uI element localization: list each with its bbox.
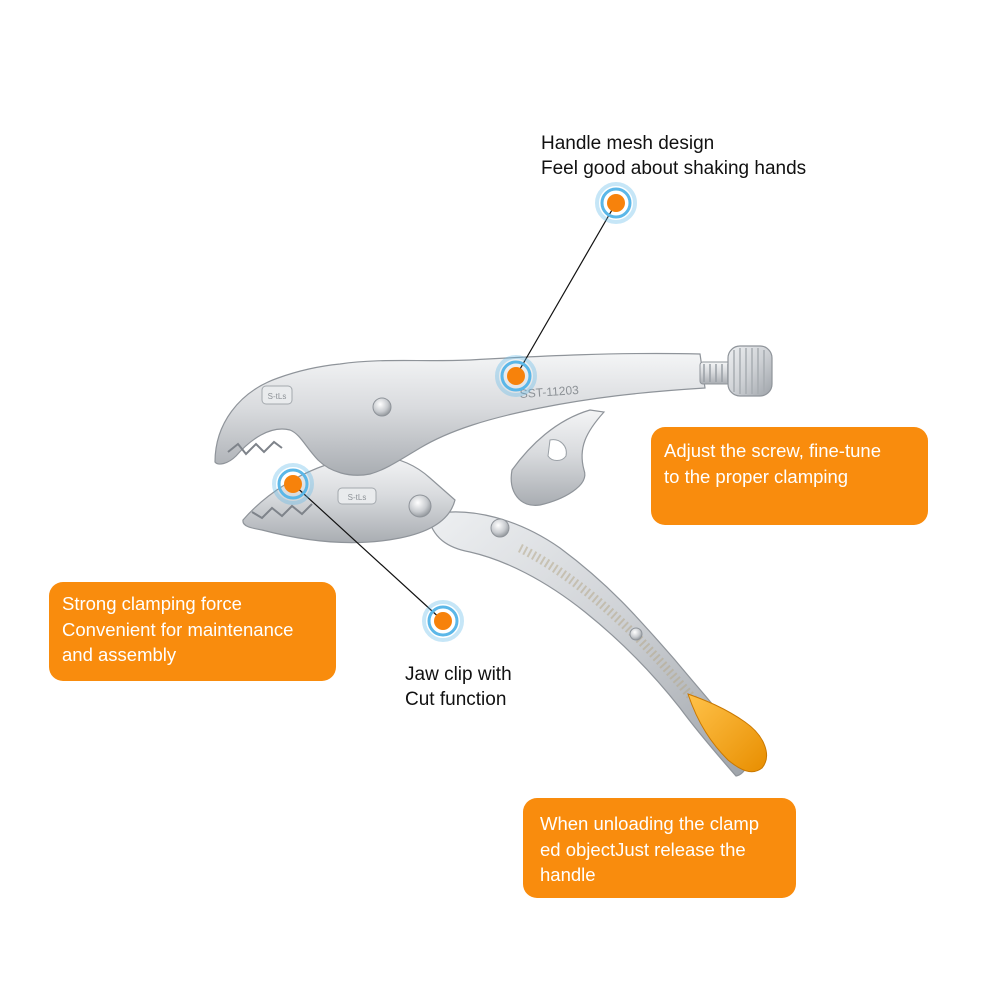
callout-jaw-clip-line1: Jaw clip with	[405, 664, 512, 685]
handle-mesh-pattern	[517, 543, 716, 725]
marker-jaw	[272, 463, 314, 505]
jaw-stamp-lower: S-tLs	[348, 493, 367, 502]
handle-grip	[687, 693, 767, 773]
callout-adjust-screw: Adjust the screw, fine-tune to the prope…	[651, 427, 928, 525]
callout-handle-mesh-line1: Handle mesh design	[541, 133, 715, 154]
callout-adjust-screw-line1: Adjust the screw, fine-tune	[664, 440, 881, 461]
callout-handle-mesh: Handle mesh design Feel good about shaki…	[541, 131, 806, 181]
lower-handle	[427, 511, 750, 777]
leader-line-jaw	[292, 483, 444, 622]
upper-jaw-body	[214, 352, 706, 476]
callout-clamping-force-line3: and assembly	[62, 644, 177, 665]
marker-jaw-clip	[422, 600, 464, 642]
leader-line-handle	[515, 202, 617, 377]
rivet	[408, 494, 432, 518]
rivet	[629, 627, 643, 641]
adjust-screw-knob	[727, 345, 773, 397]
callout-jaw-clip-line2: Cut function	[405, 689, 507, 710]
marker-handle-mesh	[595, 182, 637, 224]
marker-handle	[495, 355, 537, 397]
callout-adjust-screw-line2: to the proper clamping	[664, 465, 849, 487]
callout-unloading: When unloading the clamp ed objectJust r…	[523, 798, 796, 898]
callout-unloading-line3: handle	[540, 864, 596, 885]
rivet	[490, 518, 510, 538]
callout-clamping-force: Strong clamping force Convenient for mai…	[49, 582, 336, 681]
callout-clamping-force-line1: Strong clamping force	[62, 593, 242, 614]
model-marking: SST-11203	[519, 383, 579, 401]
callout-handle-mesh-line2: Feel good about shaking hands	[541, 158, 807, 179]
callout-jaw-clip: Jaw clip with Cut function	[405, 662, 512, 712]
jaw-stamp-upper: S-tLs	[268, 392, 287, 401]
rivet	[372, 397, 392, 417]
callout-clamping-force-line2: Convenient for maintenance	[62, 618, 294, 640]
callout-unloading-line1: When unloading the clamp	[540, 813, 760, 834]
callout-unloading-line2: ed objectJust release the	[540, 838, 746, 860]
